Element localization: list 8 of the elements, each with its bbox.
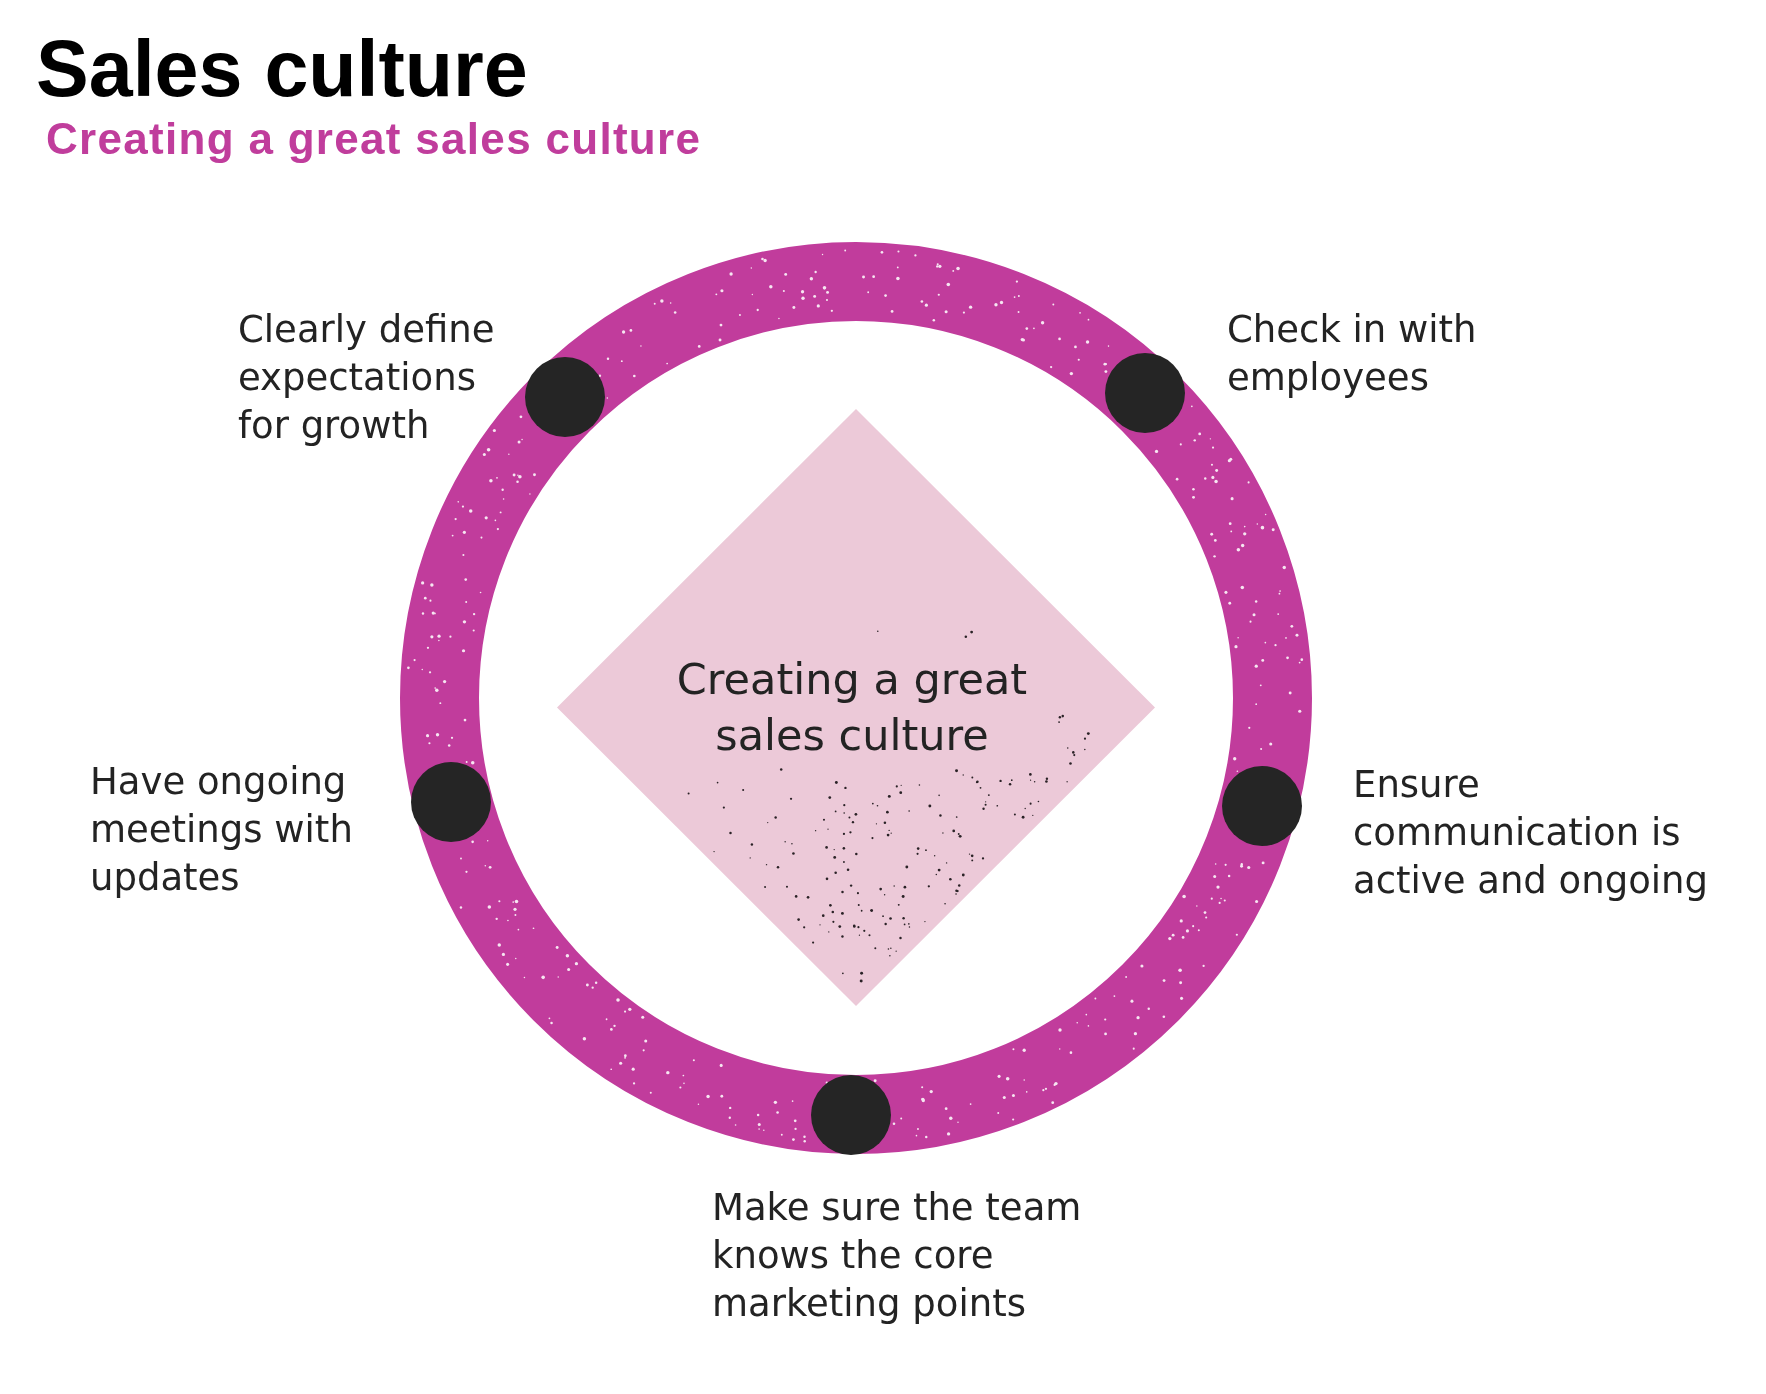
step-label: Ensure communication is active and ongoing — [1353, 762, 1710, 904]
subtitle: Creating a great sales culture — [46, 113, 702, 164]
step-label: Clearly define expectations for growth — [238, 307, 496, 449]
step-label: Make sure the team knows the core marketing points — [712, 1185, 1083, 1327]
center-label: Creating a great sales culture — [675, 653, 1029, 762]
step-label: Check in with employees — [1227, 307, 1478, 401]
step-label: Have ongoing meetings with updates — [90, 759, 354, 901]
title: Sales culture — [36, 23, 528, 114]
